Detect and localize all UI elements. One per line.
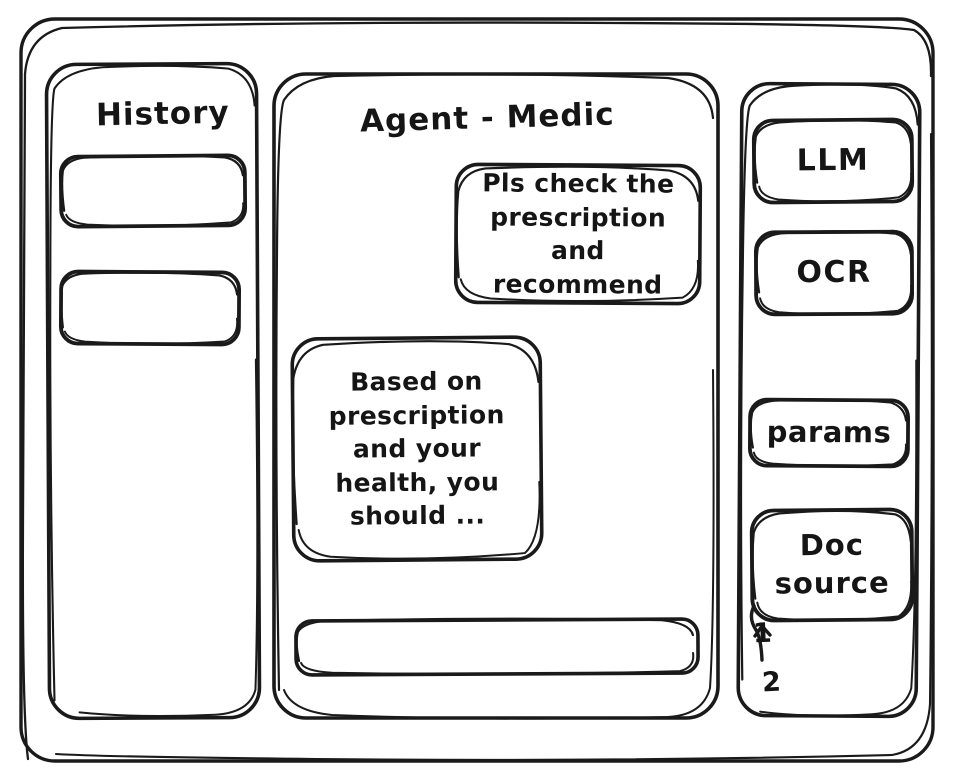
history-item-2[interactable]	[57, 267, 243, 348]
message-input[interactable]	[292, 615, 702, 679]
doc-source-item-2[interactable]: 2	[761, 666, 782, 699]
tool-params[interactable]: params	[746, 395, 912, 470]
history-item-1[interactable]	[57, 151, 250, 231]
tool-llm[interactable]: LLM	[750, 115, 917, 206]
tool-ocr-label: OCR	[796, 254, 872, 290]
agent-chat-title: Agent - Medic	[359, 96, 616, 140]
tool-params-label: params	[766, 415, 892, 450]
tool-llm-label: LLM	[796, 142, 870, 179]
history-panel-title: History	[95, 94, 231, 134]
doc-source-item-1[interactable]: 1	[752, 617, 773, 650]
tool-ocr[interactable]: OCR	[752, 228, 916, 319]
